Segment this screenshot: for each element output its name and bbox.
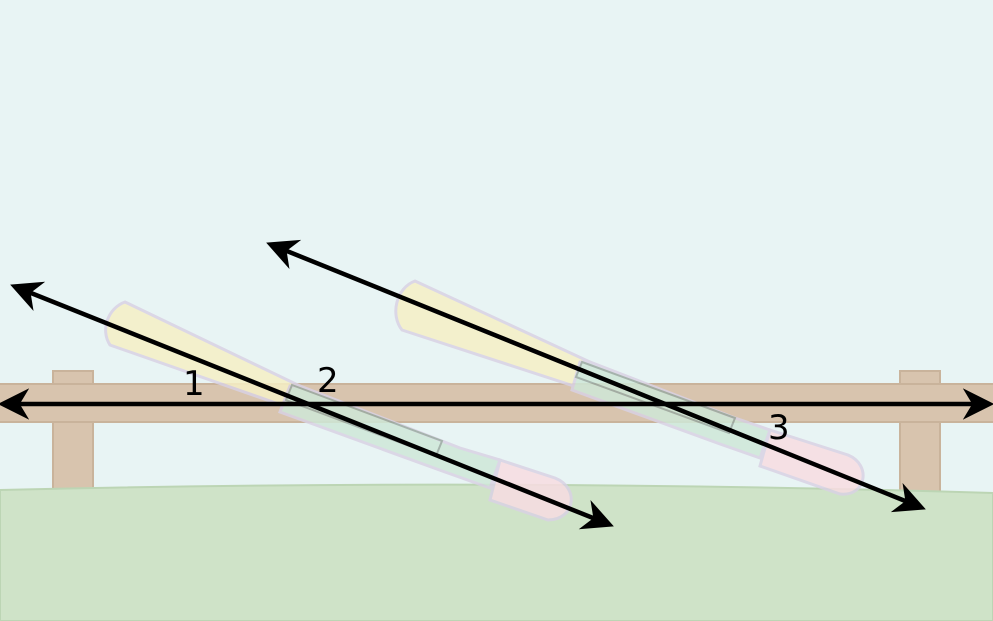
- angle-label-1: 1: [183, 364, 205, 404]
- grass-ground: [0, 483, 993, 621]
- angle-label-3: 3: [768, 408, 790, 448]
- angle-label-2: 2: [317, 361, 339, 401]
- right-bat-line: [266, 239, 926, 513]
